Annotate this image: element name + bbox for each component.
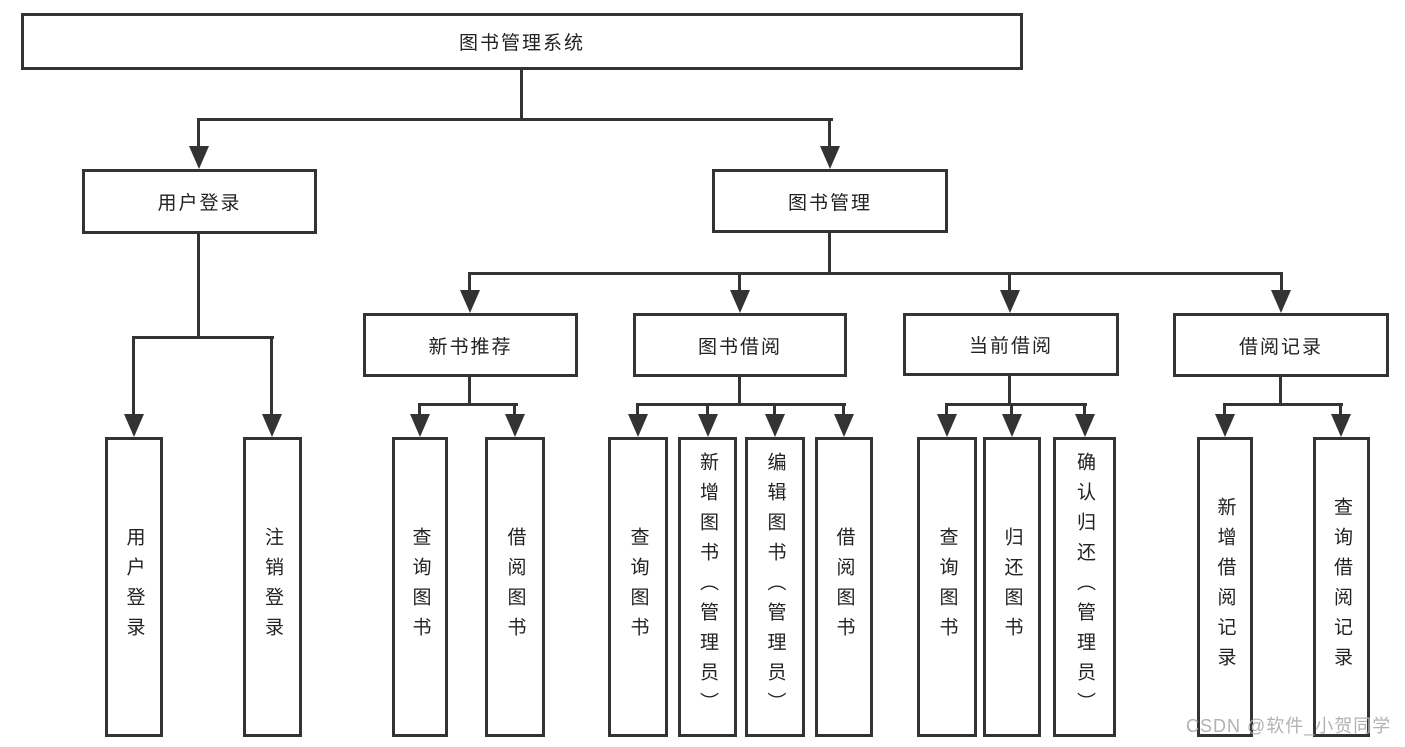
arrowhead-icon	[628, 414, 648, 437]
connector-mgmt-drop-4	[1280, 272, 1283, 292]
node-current-borrow: 当前借阅	[903, 313, 1119, 376]
connector-login-drop-2	[270, 336, 273, 418]
leaf-confirm-return-admin: 确认归还（管理员）	[1053, 437, 1116, 737]
arrowhead-icon	[410, 414, 430, 437]
arrowhead-icon	[1075, 414, 1095, 437]
leaf-user-login-label: 用户登录	[123, 527, 145, 647]
leaf-add-books-admin: 新增图书（管理员）	[678, 437, 737, 737]
connector-mgmt-rail	[468, 272, 1283, 275]
arrowhead-icon	[1000, 290, 1020, 313]
leaf-logout: 注销登录	[243, 437, 302, 737]
arrowhead-icon	[505, 414, 525, 437]
node-new-book-recommend: 新书推荐	[363, 313, 578, 377]
connector-current-drop-2	[1010, 403, 1013, 420]
leaf-user-login: 用户登录	[105, 437, 163, 737]
connector-recommend-drop-1	[418, 403, 421, 420]
leaf-confirm-return-admin-label: 确认归还（管理员）	[1074, 452, 1095, 722]
connector-root-drop-right	[828, 118, 831, 150]
connector-mgmt-drop-3	[1008, 272, 1011, 292]
connector-recommend-drop-2	[513, 403, 516, 420]
arrowhead-icon	[460, 290, 480, 313]
leaf-current-query-books-label: 查询图书	[936, 527, 958, 647]
leaf-add-borrow-record: 新增借阅记录	[1197, 437, 1253, 737]
connector-current-drop-1	[945, 403, 948, 420]
leaf-add-books-admin-label: 新增图书（管理员）	[697, 452, 718, 722]
connector-mgmt-drop-2	[738, 272, 741, 292]
connector-login-rail	[132, 336, 274, 339]
connector-borrow-drop-3	[773, 403, 776, 420]
leaf-borrow-books-label: 借阅图书	[833, 527, 855, 647]
connector-recommend-rail	[418, 403, 518, 406]
leaf-current-query-books: 查询图书	[917, 437, 977, 737]
node-borrow-records-label: 借阅记录	[1238, 336, 1323, 358]
leaf-recommend-query-books-label: 查询图书	[409, 527, 431, 647]
arrowhead-icon	[730, 290, 750, 313]
node-borrow-records: 借阅记录	[1173, 313, 1389, 377]
arrowhead-icon	[834, 414, 854, 437]
leaf-edit-books-admin: 编辑图书（管理员）	[745, 437, 805, 737]
leaf-recommend-borrow-books-label: 借阅图书	[504, 527, 526, 647]
arrowhead-icon	[1215, 414, 1235, 437]
leaf-recommend-borrow-books: 借阅图书	[485, 437, 545, 737]
node-new-book-recommend-label: 新书推荐	[428, 336, 513, 358]
connector-login-stem	[197, 234, 200, 339]
leaf-query-borrow-record-label: 查询借阅记录	[1331, 497, 1352, 677]
node-book-management: 图书管理	[712, 169, 948, 233]
connector-borrow-stem	[738, 377, 741, 406]
leaf-logout-label: 注销登录	[262, 527, 283, 647]
arrowhead-icon	[937, 414, 957, 437]
arrowhead-icon	[698, 414, 718, 437]
connector-borrow-rail	[636, 403, 846, 406]
node-root-label: 图书管理系统	[458, 33, 585, 54]
node-book-borrow-label: 图书借阅	[697, 336, 782, 358]
leaf-borrow-query-books: 查询图书	[608, 437, 668, 737]
connector-current-stem	[1008, 376, 1011, 406]
arrowhead-icon	[1331, 414, 1351, 437]
connector-records-drop-2	[1339, 403, 1342, 420]
leaf-recommend-query-books: 查询图书	[392, 437, 448, 737]
connector-login-drop-1	[132, 336, 135, 418]
connector-borrow-drop-2	[706, 403, 709, 420]
connector-records-drop-1	[1223, 403, 1226, 420]
node-user-login-label: 用户登录	[157, 193, 242, 214]
node-book-borrow: 图书借阅	[633, 313, 847, 377]
leaf-edit-books-admin-label: 编辑图书（管理员）	[764, 452, 786, 722]
leaf-borrow-books: 借阅图书	[815, 437, 873, 737]
connector-recommend-stem	[468, 377, 471, 406]
connector-root-stem	[520, 70, 523, 120]
leaf-query-borrow-record: 查询借阅记录	[1313, 437, 1370, 737]
connector-borrow-drop-4	[842, 403, 845, 420]
arrowhead-icon	[124, 414, 144, 437]
node-current-borrow-label: 当前借阅	[968, 336, 1053, 357]
arrowhead-icon	[1002, 414, 1022, 437]
connector-current-drop-3	[1083, 403, 1086, 420]
node-book-management-label: 图书管理	[787, 192, 872, 214]
csdn-watermark: CSDN @软件_小贺同学	[1186, 716, 1392, 736]
arrowhead-icon	[820, 146, 840, 169]
connector-root-drop-left	[197, 118, 200, 150]
leaf-borrow-query-books-label: 查询图书	[627, 527, 649, 647]
leaf-return-books-label: 归还图书	[1001, 527, 1023, 647]
arrowhead-icon	[262, 414, 282, 437]
arrowhead-icon	[189, 146, 209, 169]
node-root: 图书管理系统	[21, 13, 1023, 70]
connector-records-stem	[1279, 377, 1282, 406]
arrowhead-icon	[765, 414, 785, 437]
connector-mgmt-drop-1	[468, 272, 471, 292]
connector-borrow-drop-1	[636, 403, 639, 420]
connector-records-rail	[1223, 403, 1343, 406]
connector-root-rail	[197, 118, 833, 121]
connector-mgmt-stem	[828, 233, 831, 275]
connector-current-rail	[945, 403, 1087, 406]
arrowhead-icon	[1271, 290, 1291, 313]
leaf-return-books: 归还图书	[983, 437, 1041, 737]
node-user-login: 用户登录	[82, 169, 317, 234]
leaf-add-borrow-record-label: 新增借阅记录	[1214, 497, 1236, 677]
